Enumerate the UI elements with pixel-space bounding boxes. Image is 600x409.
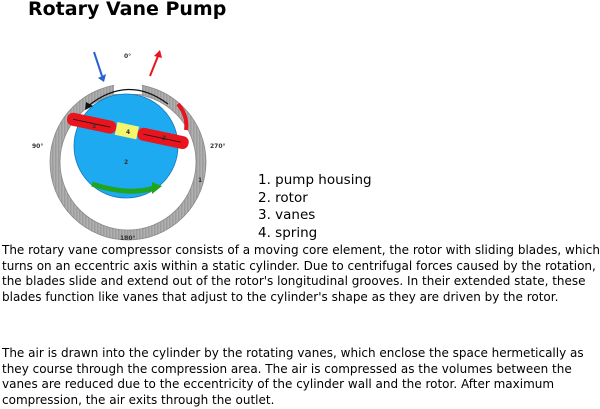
description-paragraph: The rotary vane compressor consists of a… — [2, 243, 600, 304]
parts-legend: 1. pump housing 2. rotor 3. vanes 4. spr… — [258, 172, 372, 242]
rotor — [73, 93, 179, 199]
label-vane-right: 3 — [162, 135, 166, 142]
green-arrow-icon — [91, 181, 155, 194]
angle-label-right: 270° — [210, 143, 226, 150]
legend-item: 4. spring — [258, 224, 318, 241]
label-vane-left: 3 — [92, 123, 96, 130]
rotation-arrow-icon — [87, 88, 169, 107]
outlet-arrow-icon — [149, 55, 159, 77]
label-rotor: 2 — [124, 159, 128, 166]
label-spring: 4 — [126, 129, 130, 136]
spring — [114, 122, 139, 140]
rotary-vane-pump-diagram: 2 3 3 4 1 0° 90° 270° 180° — [32, 50, 226, 242]
legend-item: 1. pump housing — [258, 172, 372, 188]
vanes — [66, 112, 189, 150]
angle-label-top: 0° — [124, 53, 131, 60]
page-title: Rotary Vane Pump — [28, 0, 227, 20]
legend-item: 2. rotor — [258, 189, 308, 206]
angle-label-left: 90° — [32, 143, 43, 150]
inlet-arrow-icon — [93, 51, 103, 77]
description-paragraph: The air is drawn into the cylinder by th… — [2, 346, 584, 407]
label-housing: 1 — [198, 177, 202, 184]
legend-item: 3. vanes — [258, 207, 316, 223]
angle-label-bottom: 180° — [120, 235, 136, 242]
